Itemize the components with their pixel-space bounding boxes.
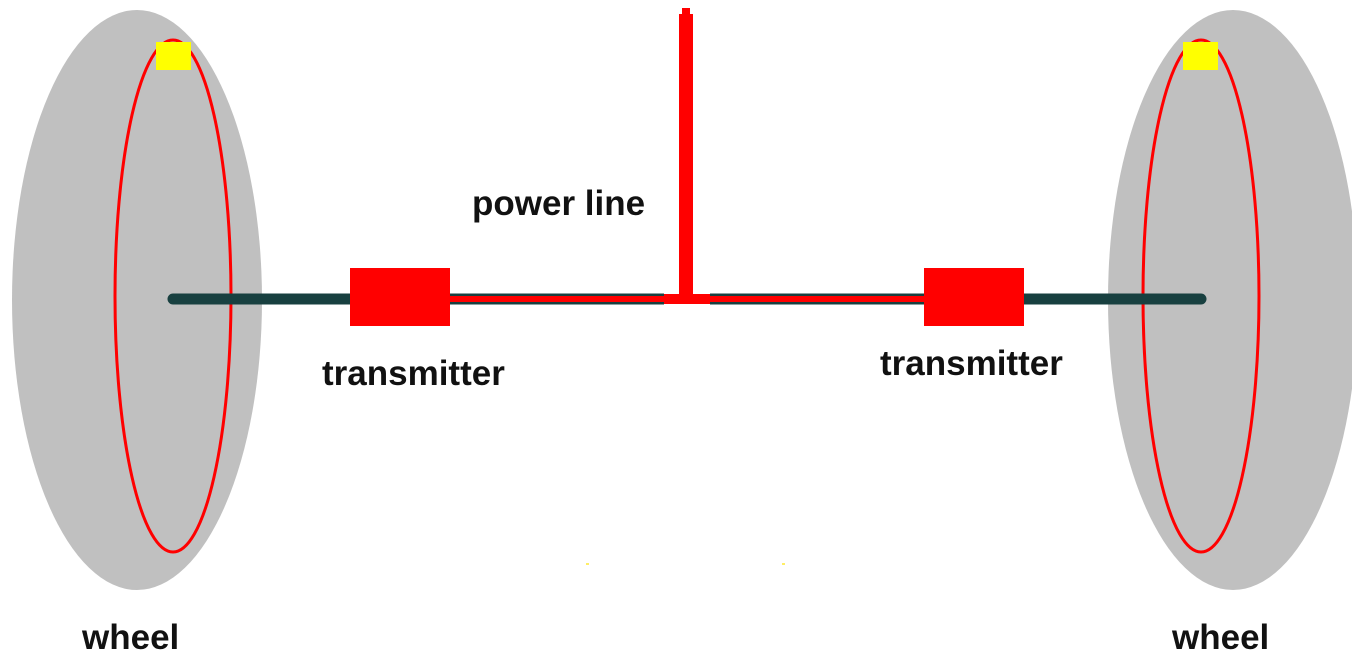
right-wheel-sensor [1183,42,1218,70]
power-line [664,8,710,304]
stray-dot-left [586,563,589,565]
right-transmitter-label: transmitter [880,344,1063,383]
power-line-stem [679,14,693,301]
left-transmitter-label: transmitter [322,354,505,393]
power-line-tip [682,8,690,18]
left-wheel-label: wheel [82,618,180,657]
left-wheel [12,10,262,590]
right-wheel-group [1108,10,1352,590]
stray-dot-right [782,563,785,565]
right-wheel [1108,10,1352,590]
left-transmitter [350,268,450,326]
right-wheel-label: wheel [1172,618,1270,657]
power-line-junction [664,294,710,304]
left-wheel-sensor [156,42,191,70]
power-line-label: power line [472,184,646,223]
right-transmitter [924,268,1024,326]
